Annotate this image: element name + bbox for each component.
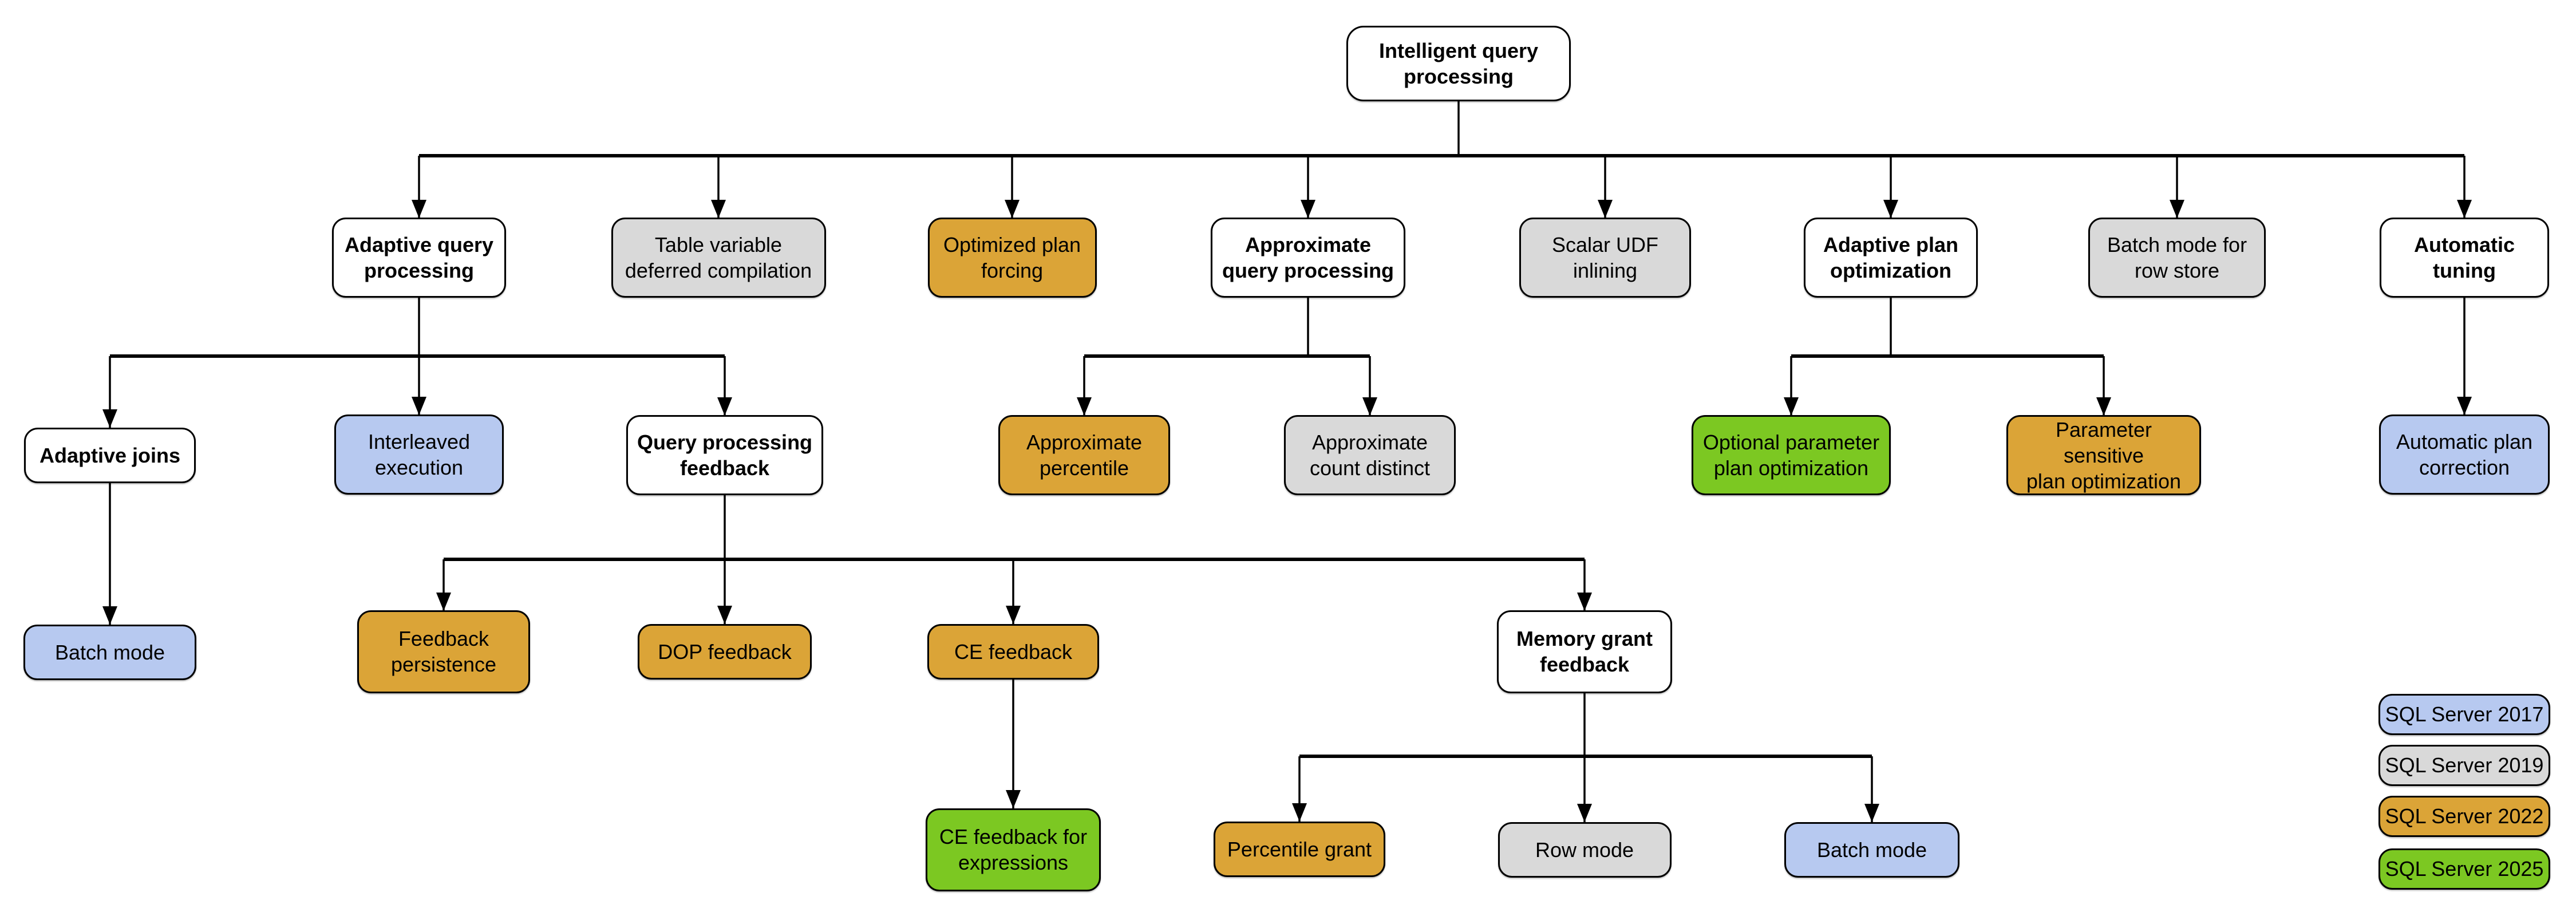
arrowhead-icon — [1362, 397, 1377, 416]
arrowhead-icon — [1864, 804, 1879, 822]
arrowhead-icon — [2457, 200, 2472, 218]
arrowhead-icon — [436, 593, 451, 611]
node-query-processing-feedback: Query processing feedback — [626, 415, 823, 495]
node-parameter-sensitive-plan-optimization: Parameter sensitive plan optimization — [2006, 415, 2201, 495]
arrowhead-icon — [1577, 593, 1592, 611]
arrowhead-icon — [1006, 606, 1021, 624]
legend-item-sql-server-2025: SQL Server 2025 — [2379, 848, 2550, 890]
node-approximate-count-distinct: Approximate count distinct — [1284, 415, 1456, 495]
node-memory-grant-feedback: Memory grant feedback — [1497, 610, 1672, 693]
arrowhead-icon — [1784, 397, 1799, 416]
node-approximate-query-processing: Approximate query processing — [1211, 218, 1405, 298]
arrowhead-icon — [717, 397, 732, 416]
node-automatic-tuning: Automatic tuning — [2380, 218, 2549, 298]
node-optional-parameter-plan-optimization: Optional parameter plan optimization — [1692, 415, 1891, 495]
node-feedback-persistence: Feedback persistence — [357, 610, 530, 693]
arrowhead-icon — [1883, 200, 1898, 218]
node-ce-feedback: CE feedback — [927, 623, 1099, 680]
arrowhead-icon — [1005, 200, 1020, 218]
arrowhead-icon — [1006, 790, 1021, 808]
node-interleaved-execution: Interleaved execution — [334, 414, 504, 495]
arrowhead-icon — [2170, 200, 2184, 218]
arrowhead-icon — [1598, 200, 1613, 218]
node-intelligent-query-processing: Intelligent query processing — [1346, 26, 1571, 101]
legend-item-sql-server-2019: SQL Server 2019 — [2379, 745, 2550, 786]
arrowhead-icon — [1077, 397, 1092, 416]
legend-item-sql-server-2022: SQL Server 2022 — [2379, 796, 2550, 837]
arrowhead-icon — [2457, 397, 2472, 415]
node-batch-mode-adaptive-joins: Batch mode — [23, 624, 196, 680]
node-automatic-plan-correction: Automatic plan correction — [2379, 414, 2550, 495]
node-ce-feedback-for-expressions: CE feedback for expressions — [926, 808, 1101, 891]
node-optimized-plan-forcing: Optimized plan forcing — [927, 218, 1097, 298]
arrowhead-icon — [102, 409, 117, 428]
arrowhead-icon — [1577, 804, 1592, 822]
node-dop-feedback: DOP feedback — [638, 623, 812, 680]
arrowhead-icon — [102, 606, 117, 625]
node-adaptive-joins: Adaptive joins — [24, 427, 196, 483]
arrowhead-icon — [711, 200, 726, 218]
arrowhead-icon — [1292, 803, 1307, 822]
arrowhead-icon — [2096, 397, 2111, 416]
node-batch-mode-for-row-store: Batch mode for row store — [2088, 218, 2266, 298]
node-adaptive-query-processing: Adaptive query processing — [332, 218, 506, 298]
node-adaptive-plan-optimization: Adaptive plan optimization — [1804, 218, 1978, 298]
node-table-variable-deferred-compilation: Table variable deferred compilation — [611, 218, 826, 298]
arrowhead-icon — [412, 397, 426, 415]
node-scalar-udf-inlining: Scalar UDF inlining — [1519, 218, 1691, 298]
arrowhead-icon — [1301, 200, 1315, 218]
legend-item-sql-server-2017: SQL Server 2017 — [2379, 694, 2550, 735]
node-row-mode: Row mode — [1498, 822, 1672, 878]
node-batch-mode-memory-grant: Batch mode — [1784, 822, 1959, 878]
arrowhead-icon — [412, 200, 426, 218]
node-percentile-grant: Percentile grant — [1214, 821, 1385, 877]
node-approximate-percentile: Approximate percentile — [998, 415, 1170, 495]
arrowhead-icon — [717, 606, 732, 624]
